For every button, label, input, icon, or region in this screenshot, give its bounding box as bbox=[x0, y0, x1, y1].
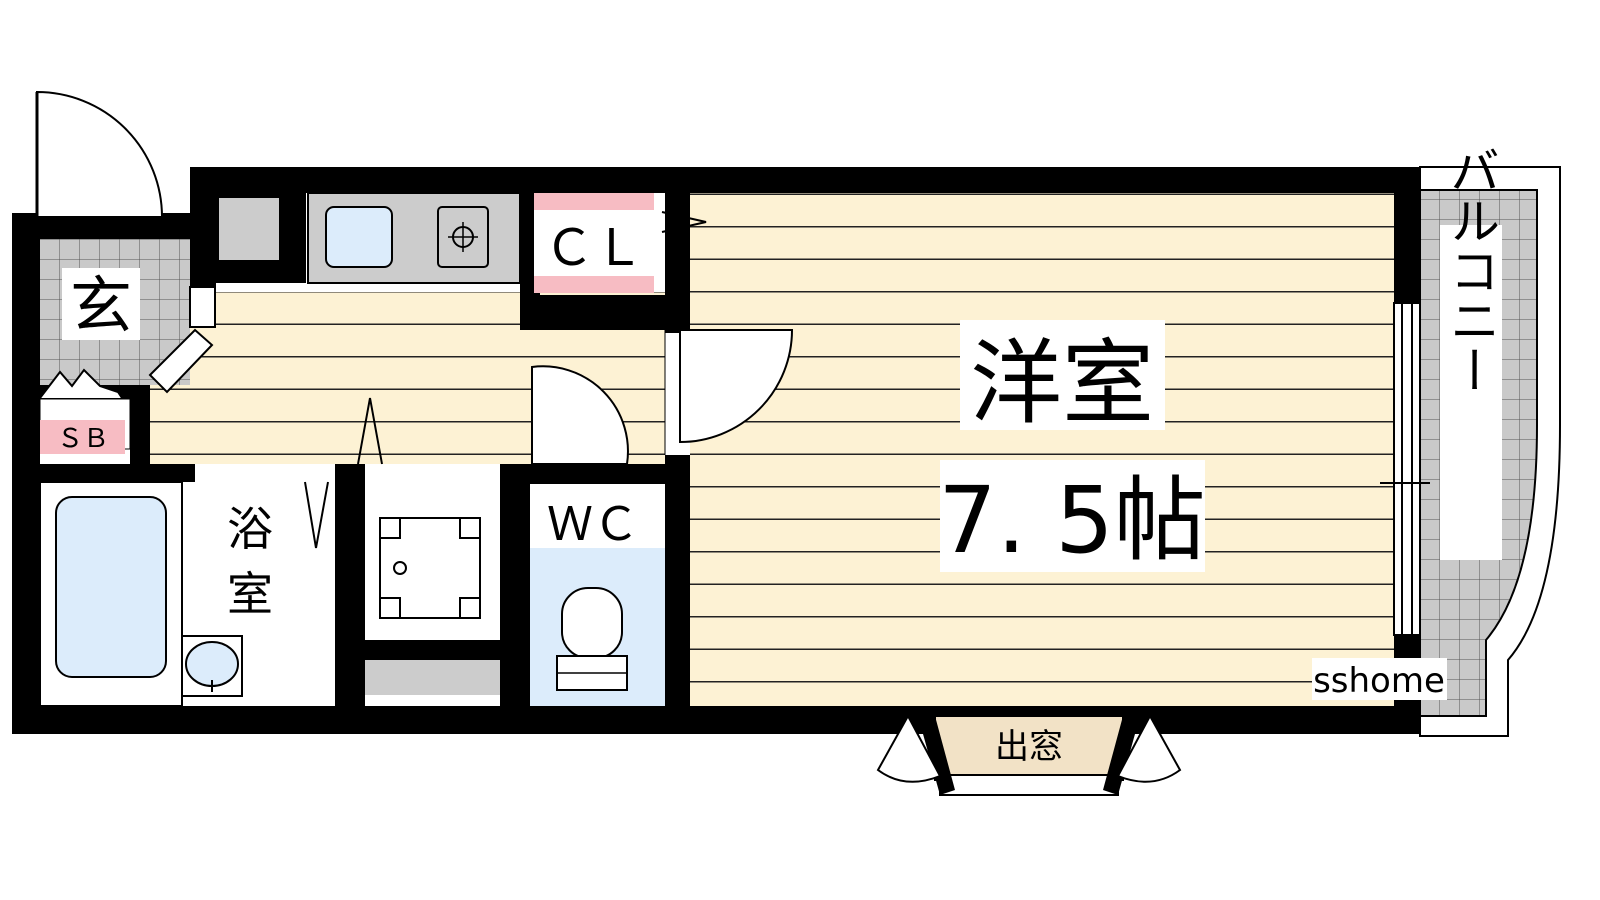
toilet-bowl bbox=[561, 587, 623, 659]
bathroom-label-2: 室 bbox=[227, 567, 273, 621]
exterior-walls bbox=[12, 167, 1420, 734]
balcony-label: バルコニー bbox=[1442, 145, 1500, 395]
toilet-label: ＷＣ bbox=[547, 497, 639, 551]
western-room-label-group: 洋室 7. 5帖 bbox=[938, 320, 1206, 574]
bay-window: 出窓 bbox=[876, 706, 1182, 796]
toilet-door bbox=[531, 365, 629, 465]
toilet-room: ＷＣ bbox=[530, 365, 665, 706]
western-room-floor bbox=[690, 193, 1394, 706]
room-door bbox=[664, 329, 794, 455]
western-room-label: 洋室 bbox=[970, 330, 1154, 437]
genkan-label-bg bbox=[62, 268, 140, 340]
bathtub bbox=[55, 496, 167, 678]
bathroom: 浴 室 bbox=[39, 481, 335, 707]
bathroom-label-1: 浴 bbox=[227, 502, 273, 556]
closet: ＣＬ bbox=[534, 193, 707, 293]
watermark-text: sshome bbox=[1313, 661, 1445, 701]
kitchen-counter bbox=[216, 192, 521, 284]
balcony-window bbox=[1380, 302, 1430, 636]
room-size-label: 7. 5帖 bbox=[938, 467, 1206, 574]
closet-label: ＣＬ bbox=[544, 219, 644, 277]
balcony: バルコニー bbox=[1419, 145, 1561, 737]
shoe-box-label: ＳＢ bbox=[57, 424, 109, 454]
sink-basin bbox=[325, 206, 393, 268]
bath-door-swing bbox=[357, 397, 383, 465]
bay-window-label: 出窓 bbox=[995, 727, 1063, 767]
shoe-box: ＳＢ bbox=[39, 368, 131, 454]
entrance-door bbox=[35, 90, 164, 218]
washbasin bbox=[185, 641, 239, 687]
genkan-label: 玄 bbox=[70, 269, 132, 342]
genkan-step bbox=[148, 286, 216, 394]
washer-area bbox=[365, 482, 500, 695]
